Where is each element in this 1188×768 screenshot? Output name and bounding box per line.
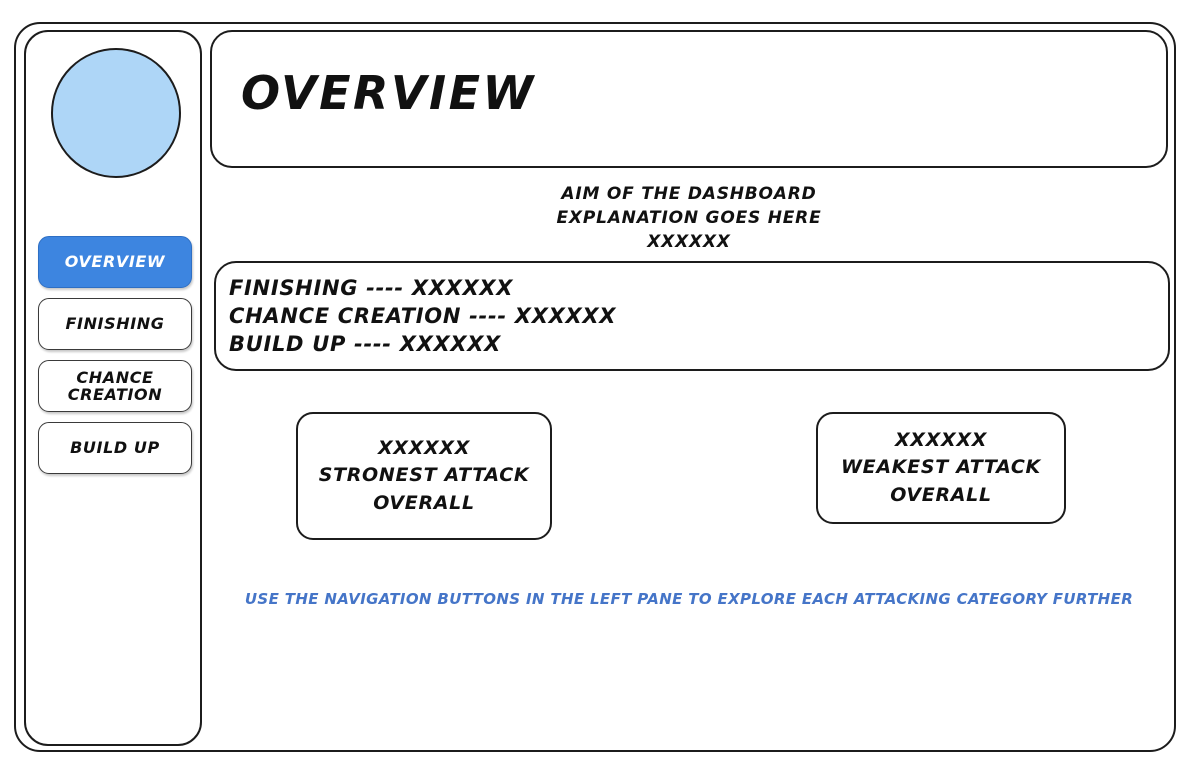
intro-text-block: AIM OF THE DASHBOARD EXPLANATION GOES HE… <box>210 182 1168 254</box>
header-card: OVERVIEW <box>210 30 1168 168</box>
stat-card-strongest-attack: XXXXXX STRONEST ATTACK OVERALL <box>296 412 552 540</box>
stat-value: XXXXXX <box>894 428 988 451</box>
sidebar-nav-list: OVERVIEW FINISHING CHANCE CREATION BUILD… <box>38 236 192 474</box>
sidebar-item-label: BUILD UP <box>70 438 160 458</box>
sidebar-item-label: OVERVIEW <box>64 252 166 272</box>
sidebar-item-label-line-2: CREATION <box>67 385 163 404</box>
stat-value: XXXXXX <box>377 436 471 459</box>
avatar-circle-icon <box>51 48 181 178</box>
stat-card-row: XXXXXX STRONEST ATTACK OVERALL XXXXXX WE… <box>210 385 1168 540</box>
stat-label-line-1: WEAKEST ATTACK <box>841 456 1041 479</box>
summary-line-finishing: FINISHING ---- XXXXXX <box>229 276 514 300</box>
intro-line-2: EXPLANATION GOES HERE <box>556 208 822 229</box>
stat-label-line-2: OVERALL <box>373 491 475 514</box>
sidebar-item-build-up[interactable]: BUILD UP <box>38 422 192 474</box>
sidebar-item-finishing[interactable]: FINISHING <box>38 298 192 350</box>
sidebar-item-chance-creation[interactable]: CHANCE CREATION <box>38 360 192 412</box>
summary-line-chance-creation: CHANCE CREATION ---- XXXXXX <box>229 303 617 328</box>
intro-line-3: XXXXXX <box>647 232 731 253</box>
stat-label-line-2: OVERALL <box>890 483 992 506</box>
stat-label-line-1: STRONEST ATTACK <box>318 464 530 487</box>
sidebar: OVERVIEW FINISHING CHANCE CREATION BUILD… <box>24 30 202 746</box>
app-frame: OVERVIEW FINISHING CHANCE CREATION BUILD… <box>14 22 1176 752</box>
navigation-hint-text: USE THE NAVIGATION BUTTONS IN THE LEFT P… <box>244 590 1134 608</box>
main-content: OVERVIEW AIM OF THE DASHBOARD EXPLANATIO… <box>210 30 1170 746</box>
summary-line-build-up: BUILD UP ---- XXXXXX <box>229 331 502 356</box>
sidebar-item-label-line-1: CHANCE <box>76 367 154 387</box>
stat-card-weakest-attack: XXXXXX WEAKEST ATTACK OVERALL <box>816 412 1066 524</box>
intro-line-1: AIM OF THE DASHBOARD <box>561 184 817 204</box>
sidebar-item-overview[interactable]: OVERVIEW <box>38 236 192 288</box>
sidebar-item-label: FINISHING <box>65 314 165 334</box>
page-title: OVERVIEW <box>241 66 536 120</box>
category-summary-card: FINISHING ---- XXXXXX CHANCE CREATION --… <box>214 261 1170 371</box>
